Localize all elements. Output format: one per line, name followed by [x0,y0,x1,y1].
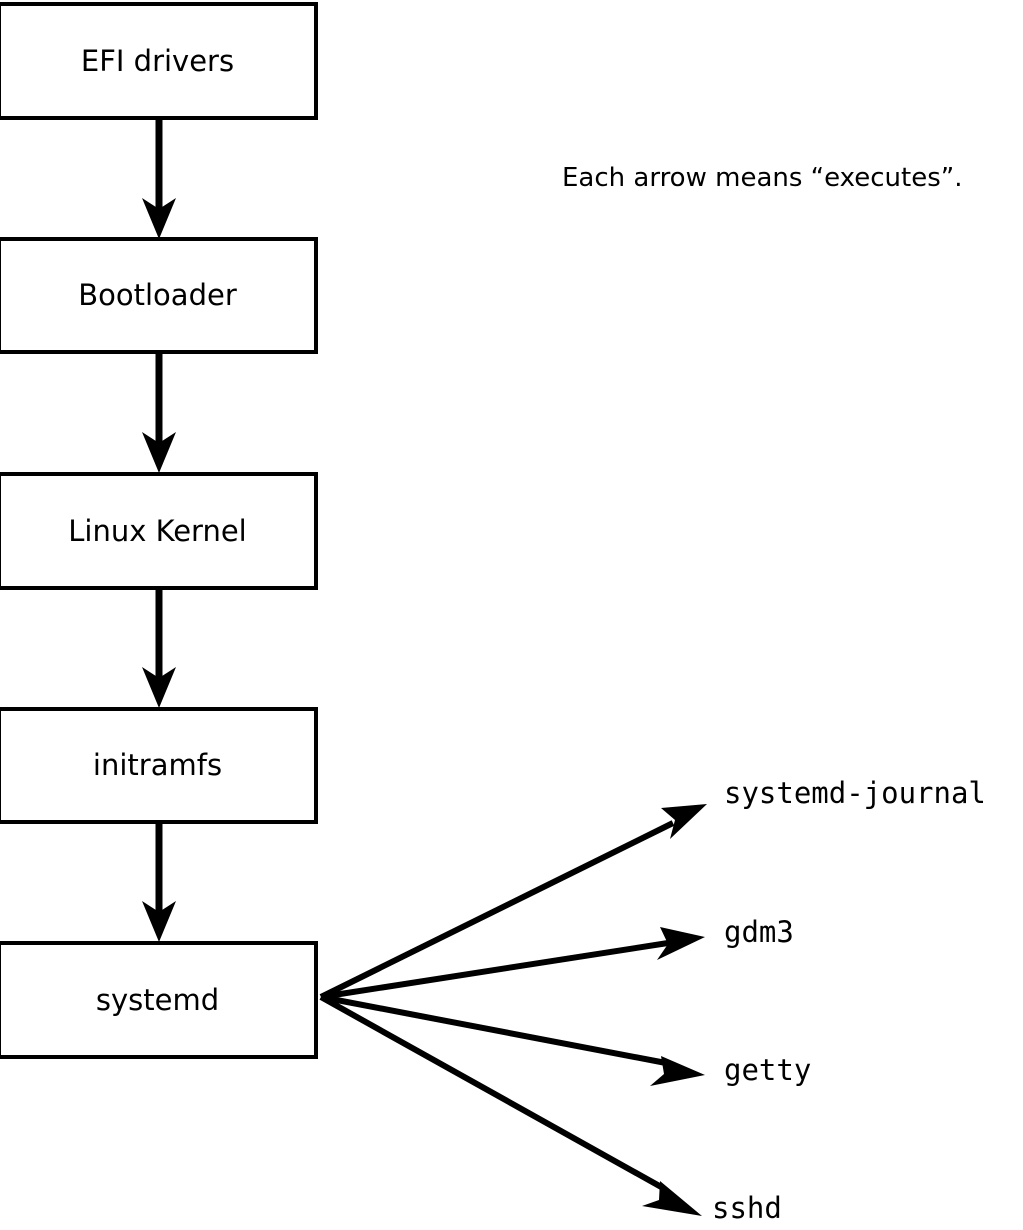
arrow-systemd-to-getty [320,994,705,1086]
leaf-label-gdm3[interactable]: gdm3 [724,915,794,949]
node-efi-drivers[interactable]: EFI drivers [0,2,318,120]
node-label-efi-drivers: EFI drivers [80,43,235,78]
leaf-label-systemd-journal[interactable]: systemd-journal [724,776,986,810]
node-label-linux-kernel: Linux Kernel [68,513,247,548]
arrow-linux-kernel-to-initramfs [142,589,176,708]
node-systemd[interactable]: systemd [0,941,318,1059]
arrow-initramfs-to-systemd [142,823,176,942]
leaf-label-getty[interactable]: getty [724,1053,812,1087]
node-linux-kernel[interactable]: Linux Kernel [0,472,318,590]
arrow-systemd-to-sshd [319,994,702,1216]
legend-note: Each arrow means “executes”. [562,163,963,193]
arrow-systemd-to-systemd-journal [319,804,707,1000]
arrow-systemd-to-gdm3 [320,927,705,1000]
node-label-initramfs: initramfs [92,748,223,782]
arrow-efi-drivers-to-bootloader [142,120,176,239]
node-label-bootloader: Bootloader [78,278,237,312]
node-initramfs[interactable]: initramfs [0,707,318,824]
leaf-label-sshd[interactable]: sshd [712,1191,782,1225]
node-bootloader[interactable]: Bootloader [0,237,318,354]
node-label-systemd: systemd [95,982,220,1017]
arrow-bootloader-to-linux-kernel [142,353,176,473]
